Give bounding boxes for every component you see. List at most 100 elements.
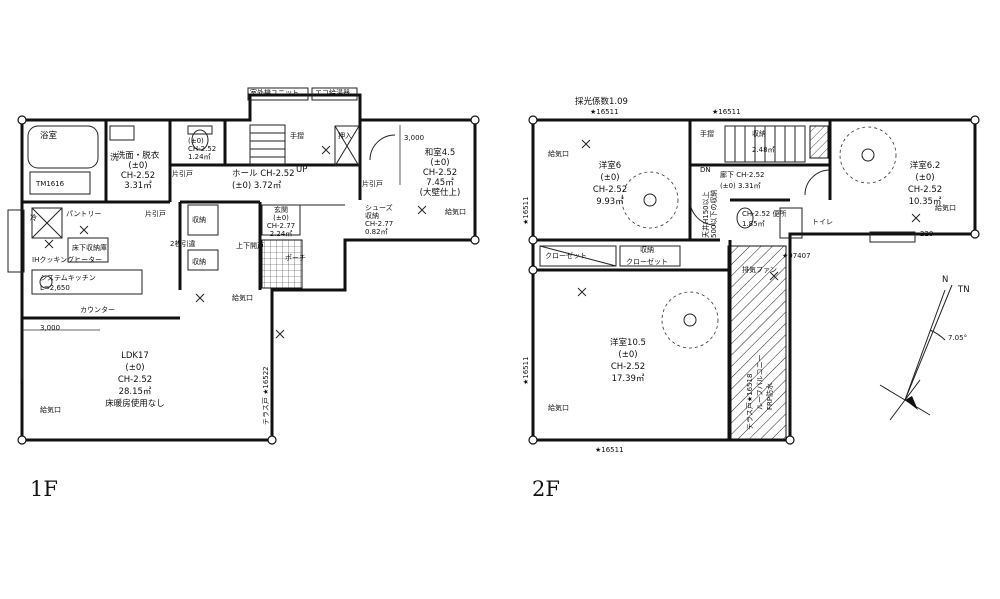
svg-text:(±0): (±0) xyxy=(600,173,619,183)
svg-text:CH-2.52 便所: CH-2.52 便所 xyxy=(742,209,787,218)
kyuki-2f-a: 給気口 xyxy=(548,149,569,158)
svg-text:10.35㎡: 10.35㎡ xyxy=(909,197,942,207)
system-kitchen-label: システムキッチン xyxy=(40,274,96,282)
svg-text:CH-2.52: CH-2.52 xyxy=(423,168,457,178)
sliding-door-label: 2枚引違 xyxy=(170,239,195,248)
sen-label: 洗 xyxy=(110,152,119,163)
kyuki-washitsu: 給気口 xyxy=(445,207,466,216)
top-heater-label: エコ給湯器 xyxy=(315,88,350,97)
window-16511-e: ★16511 xyxy=(595,446,624,454)
window-16511-a: ★16511 xyxy=(590,108,619,116)
svg-text:(±0): (±0) xyxy=(125,363,144,373)
svg-text:シューズ: シューズ xyxy=(365,203,393,212)
svg-text:CH-2.52: CH-2.52 xyxy=(188,145,216,153)
dim-3000-vertical: 3,000 xyxy=(404,134,424,142)
room-shoes: シューズ 収納 CH-2.77 0.82㎡ xyxy=(365,203,393,236)
porch-label: ポーチ xyxy=(285,254,306,262)
second-floor-plan xyxy=(528,115,980,445)
kyuki-2f-b: 給気口 xyxy=(548,403,569,412)
room-genkan: 玄関 (±0) CH-2.77 2.24㎡ xyxy=(267,205,295,238)
storage-2f-area: 2.48㎡ xyxy=(752,146,775,154)
svg-text:収納: 収納 xyxy=(365,211,379,220)
kitchen-underfloor-label: 床下収納庫 xyxy=(72,243,107,252)
toilet-2f-label: トイレ xyxy=(812,218,833,226)
terrace-door-label: テラス戸 ★16522 xyxy=(262,366,270,425)
storage-label-1: 収納 xyxy=(192,257,206,266)
tenjo-label-2: 500以下の収納 xyxy=(709,190,718,238)
room-toilet: (±0) CH-2.52 1.24㎡ xyxy=(188,137,216,161)
hikido-label-2: 片引戸 xyxy=(172,169,193,178)
room-yoshitsu6: 洋室6 (±0) CH-2.52 9.93㎡ xyxy=(593,160,627,207)
oshiire-label: 押入 xyxy=(338,131,352,140)
svg-text:玄関: 玄関 xyxy=(274,205,288,214)
svg-text:3.31㎡: 3.31㎡ xyxy=(124,181,152,191)
balcony-label: ルーフバルコニー xyxy=(756,355,764,410)
closet-label-b: クローゼット xyxy=(626,257,668,266)
first-floor-plan xyxy=(7,87,480,445)
svg-text:(±0): (±0) xyxy=(430,158,449,168)
window-16511-b: ★16511 xyxy=(712,108,741,116)
hikido-label-1: 片引戸 xyxy=(145,209,166,218)
svg-text:CH-2.77: CH-2.77 xyxy=(365,220,393,228)
floor-label-2f: 2F xyxy=(532,477,560,501)
kitchen-ih-label: IHクッキングヒーター xyxy=(32,255,102,264)
svg-text:LDK17: LDK17 xyxy=(121,351,149,361)
room-toilet-2f: CH-2.52 便所 1.85㎡ xyxy=(742,209,787,228)
svg-text:廊下 CH-2.52: 廊下 CH-2.52 xyxy=(720,170,765,179)
terrace-door-2f: テラス戸★16518 xyxy=(746,374,754,430)
svg-text:0.82㎡: 0.82㎡ xyxy=(365,228,388,236)
kyuki-2f-c: 給気口 xyxy=(935,203,956,212)
svg-text:9.93㎡: 9.93㎡ xyxy=(596,197,624,207)
svg-text:床暖房使用なし: 床暖房使用なし xyxy=(105,398,165,409)
rei-label: 冷 xyxy=(30,213,37,222)
top-unit-label: 室外機ユニット xyxy=(250,88,299,97)
svg-text:洋室6: 洋室6 xyxy=(599,160,621,171)
compass-angle-label: 7.05° xyxy=(948,334,967,342)
svg-text:(大壁仕上): (大壁仕上) xyxy=(420,187,461,198)
kitchen-size-label: L=2,650 xyxy=(40,284,70,292)
svg-text:28.15㎡: 28.15㎡ xyxy=(119,387,152,397)
compass-n-label: N xyxy=(942,275,948,285)
room-washroom: 洗面・脱衣 (±0) CH-2.52 3.31㎡ xyxy=(117,150,160,191)
svg-text:CH-2.77: CH-2.77 xyxy=(267,222,295,230)
room-washitsu: 和室4.5 (±0) CH-2.52 7.45㎡ (大壁仕上) xyxy=(420,147,461,198)
svg-text:7.45㎡: 7.45㎡ xyxy=(426,178,454,188)
storage-label-2: 収納 xyxy=(192,215,206,224)
svg-text:CH-2.52: CH-2.52 xyxy=(121,171,155,181)
svg-text:洗面・脱衣: 洗面・脱衣 xyxy=(117,150,160,161)
svg-text:(±0) 3.31㎡: (±0) 3.31㎡ xyxy=(720,182,761,190)
svg-text:CH-2.52: CH-2.52 xyxy=(118,375,152,385)
room-yoshitsu105: 洋室10.5 (±0) CH-2.52 17.39㎡ xyxy=(610,337,646,384)
svg-text:1.85㎡: 1.85㎡ xyxy=(742,220,765,228)
svg-text:CH-2.52: CH-2.52 xyxy=(593,185,627,195)
dim-3000-horizontal: 3,000 xyxy=(40,324,60,332)
tesuri-label: 手摺 xyxy=(290,131,304,140)
balcony-frp-label: FRP防水 xyxy=(765,383,774,410)
compass-tn-label: TN xyxy=(957,285,970,295)
haiki-fan-label: 排気ファン xyxy=(742,265,777,274)
tenjo-label-1: 天井H150以上 xyxy=(701,191,710,238)
window-16511-d: ★16511 xyxy=(522,356,530,385)
svg-text:17.39㎡: 17.39㎡ xyxy=(612,374,645,384)
counter-label: カウンター xyxy=(80,305,115,314)
svg-text:CH-2.52: CH-2.52 xyxy=(908,185,942,195)
window-07407: ★07407 xyxy=(782,252,811,260)
north-compass xyxy=(879,284,953,421)
room-yoshitsu62: 洋室6.2 (±0) CH-2.52 10.35㎡ xyxy=(908,160,942,207)
closet-label-c: 収納 xyxy=(640,245,654,254)
svg-text:(±0) 3.72㎡: (±0) 3.72㎡ xyxy=(232,181,282,191)
dim-220-label: 220 xyxy=(920,230,933,238)
svg-text:2.24㎡: 2.24㎡ xyxy=(270,230,293,238)
floor-label-1f: 1F xyxy=(30,477,58,501)
dn-label: DN xyxy=(700,166,711,174)
closet-label-a: クローゼット xyxy=(545,251,587,260)
svg-text:1.24㎡: 1.24㎡ xyxy=(188,153,211,161)
room-ldk: LDK17 (±0) CH-2.52 28.15㎡ 床暖房使用なし xyxy=(105,351,165,409)
bath-label: 浴室 xyxy=(40,130,58,141)
saiko-label: 採光係数1.09 xyxy=(575,96,628,107)
room-hall: ホール CH-2.52 (±0) 3.72㎡ xyxy=(232,169,295,191)
kyuki-hall: 給気口 xyxy=(232,293,253,302)
window-16511-c: ★16511 xyxy=(522,196,530,225)
bath-unit-label: TM1616 xyxy=(35,180,65,188)
svg-text:(±0): (±0) xyxy=(273,214,289,222)
